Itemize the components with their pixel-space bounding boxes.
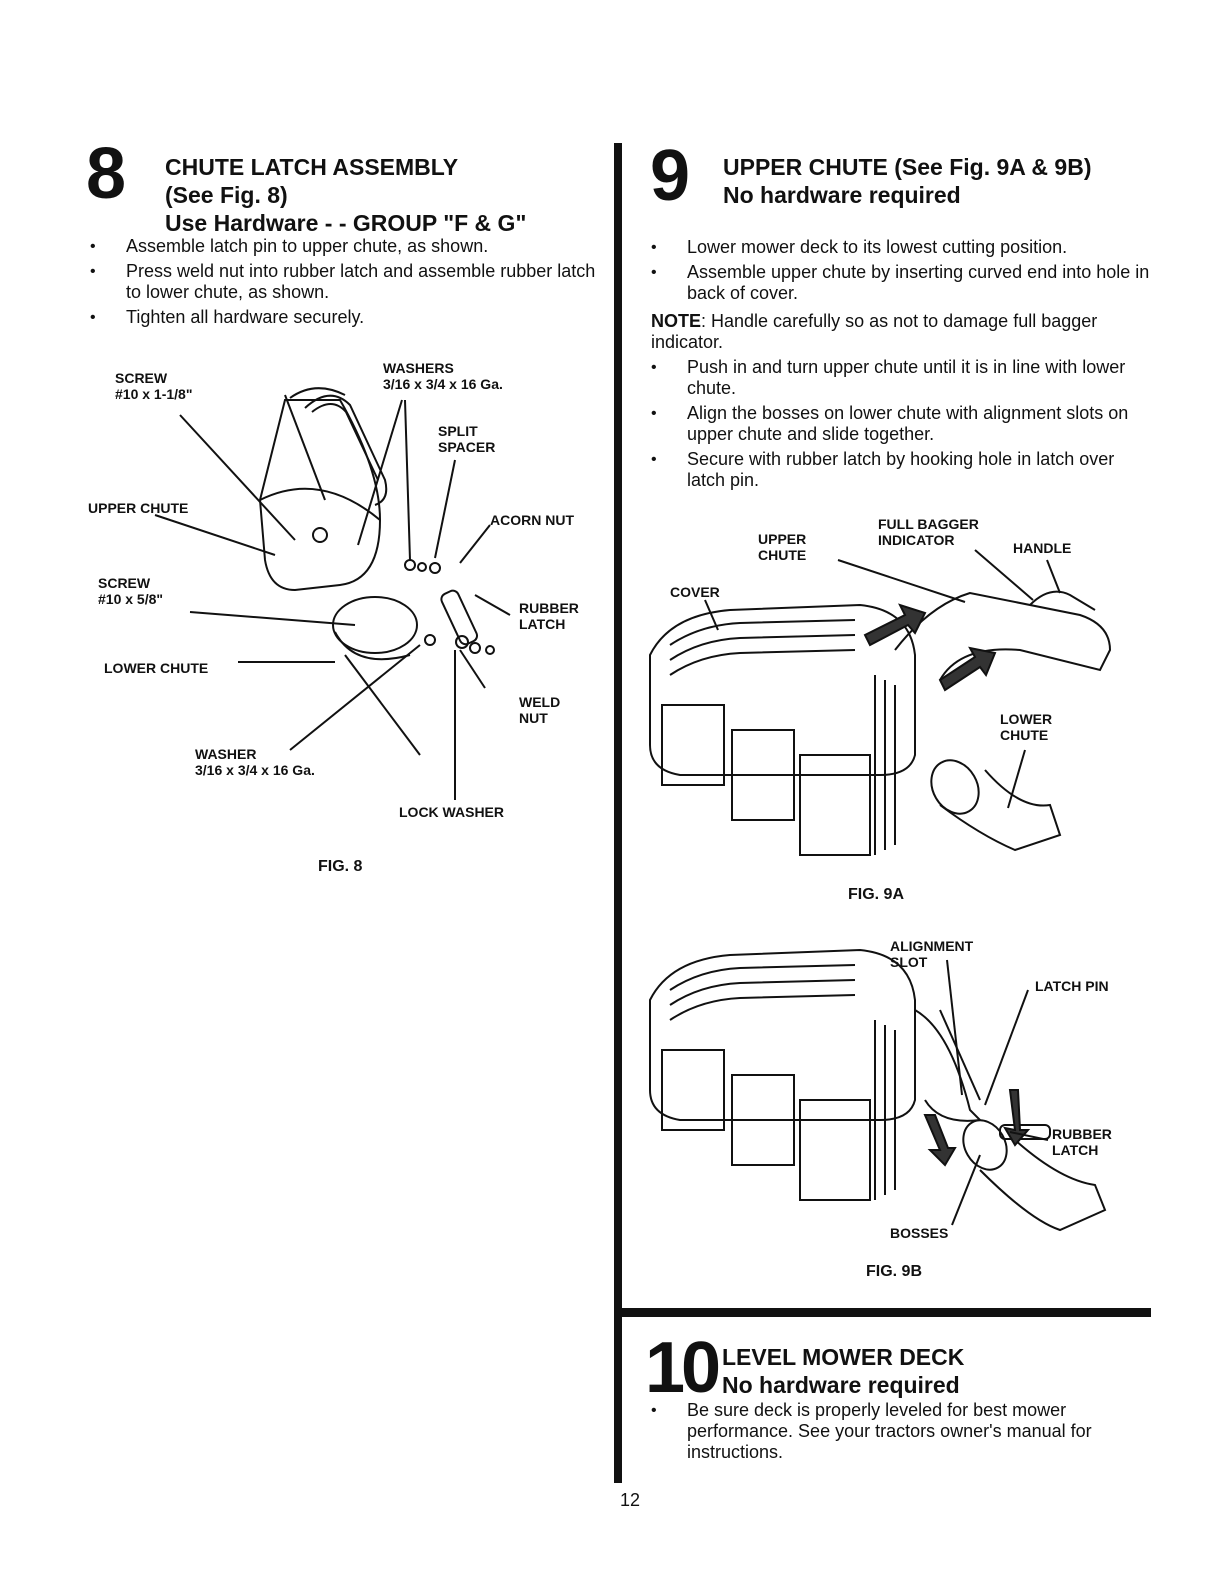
step-10-number-a: 1 [645,1328,685,1408]
step-8-title-line3: Use Hardware - - GROUP "F & G" [165,210,527,236]
fig-9b-label-rubber-latch: RUBBER LATCH [1052,1126,1112,1158]
fig-9a-label-handle: HANDLE [1013,540,1072,556]
step-10-title-line1: LEVEL MOWER DECK [722,1344,965,1370]
step-10-title-line2: No hardware required [722,1372,960,1398]
step-10-number: 10 [645,1332,721,1404]
step-9-title: UPPER CHUTE (See Fig. 9A & 9B) No hardwa… [723,153,1091,209]
fig-8-caption: FIG. 8 [318,858,363,875]
fig-9a-label-cover: COVER [670,584,720,600]
fig-8-label-acorn-nut: ACORN NUT [490,512,574,528]
step-10-instructions: Be sure deck is properly leveled for bes… [649,1400,1151,1467]
column-divider [614,143,622,1483]
step-9-note-text: : Handle carefully so as not to damage f… [651,311,1098,352]
page-number: 12 [620,1490,641,1510]
step-10-bullet-1: Be sure deck is properly leveled for bes… [649,1400,1151,1463]
step-9-bullet-1: Lower mower deck to its lowest cutting p… [649,237,1151,258]
step-9-bullet-5: Secure with rubber latch by hooking hole… [649,449,1151,491]
step-8-bullet-3: Tighten all hardware securely. [88,307,608,328]
fig-9a-label-full-bagger: FULL BAGGER INDICATOR [878,516,979,548]
step-10-number-b: 0 [681,1328,721,1408]
step-8-title-line2: (See Fig. 8) [165,182,288,208]
fig-9b-label-alignment-slot: ALIGNMENT SLOT [890,938,974,970]
fig-9a-illustration [649,549,1112,856]
fig-8-label-rubber-latch: RUBBER LATCH [519,600,579,632]
step-8-title-line1: CHUTE LATCH ASSEMBLY [165,154,459,180]
step-9-bullet-4: Align the bosses on lower chute with ali… [649,403,1151,445]
step-9-title-line2: No hardware required [723,182,961,208]
fig-9a-label-lower-chute: LOWER CHUTE [1000,711,1053,743]
step-9-bullet-2: Assemble upper chute by inserting curved… [649,262,1151,304]
fig-8-label-screw-short: SCREW #10 x 5/8" [98,575,164,607]
step-9-number: 9 [650,136,691,216]
step-10-title: LEVEL MOWER DECK No hardware required [722,1343,964,1399]
fig-9b-illustration [649,948,1107,1232]
section-divider [614,1308,1151,1317]
step-8-number: 8 [86,134,127,214]
fig-8-label-weld-nut: WELD NUT [519,694,561,726]
step-9-note-label: NOTE [651,311,702,331]
fig-9b-label-bosses: BOSSES [890,1225,949,1241]
fig-9b-caption: FIG. 9B [866,1263,923,1280]
fig-8-label-upper-chute: UPPER CHUTE [88,500,189,516]
step-8-bullet-1: Assemble latch pin to upper chute, as sh… [88,236,608,257]
fig-8-label-washer: WASHER 3/16 x 3/4 x 16 Ga. [195,746,315,778]
step-9-instructions-b: Push in and turn upper chute until it is… [649,357,1151,495]
step-8-instructions: Assemble latch pin to upper chute, as sh… [88,236,608,332]
fig-8-label-washers: WASHERS 3/16 x 3/4 x 16 Ga. [383,360,503,392]
fig-8-label-lower-chute: LOWER CHUTE [104,660,209,676]
step-8-bullet-2: Press weld nut into rubber latch and ass… [88,261,608,303]
fig-9a-caption: FIG. 9A [848,886,905,903]
step-9-note: NOTE: Handle carefully so as not to dama… [651,311,1151,353]
fig-8-label-screw-long: SCREW #10 x 1-1/8" [115,370,193,402]
step-9-title-line1: UPPER CHUTE (See Fig. 9A & 9B) [723,154,1092,180]
fig-8-illustration [154,387,511,800]
step-9-instructions-a: Lower mower deck to its lowest cutting p… [649,237,1151,308]
step-8-title: CHUTE LATCH ASSEMBLY (See Fig. 8) Use Ha… [165,153,526,237]
fig-8-label-lock-washer: LOCK WASHER [399,804,504,820]
fig-9a-label-upper-chute: UPPER CHUTE [758,531,807,563]
fig-9b-label-latch-pin: LATCH PIN [1035,978,1109,994]
step-9-bullet-3: Push in and turn upper chute until it is… [649,357,1151,399]
fig-8-label-split-spacer: SPLIT SPACER [438,423,496,455]
